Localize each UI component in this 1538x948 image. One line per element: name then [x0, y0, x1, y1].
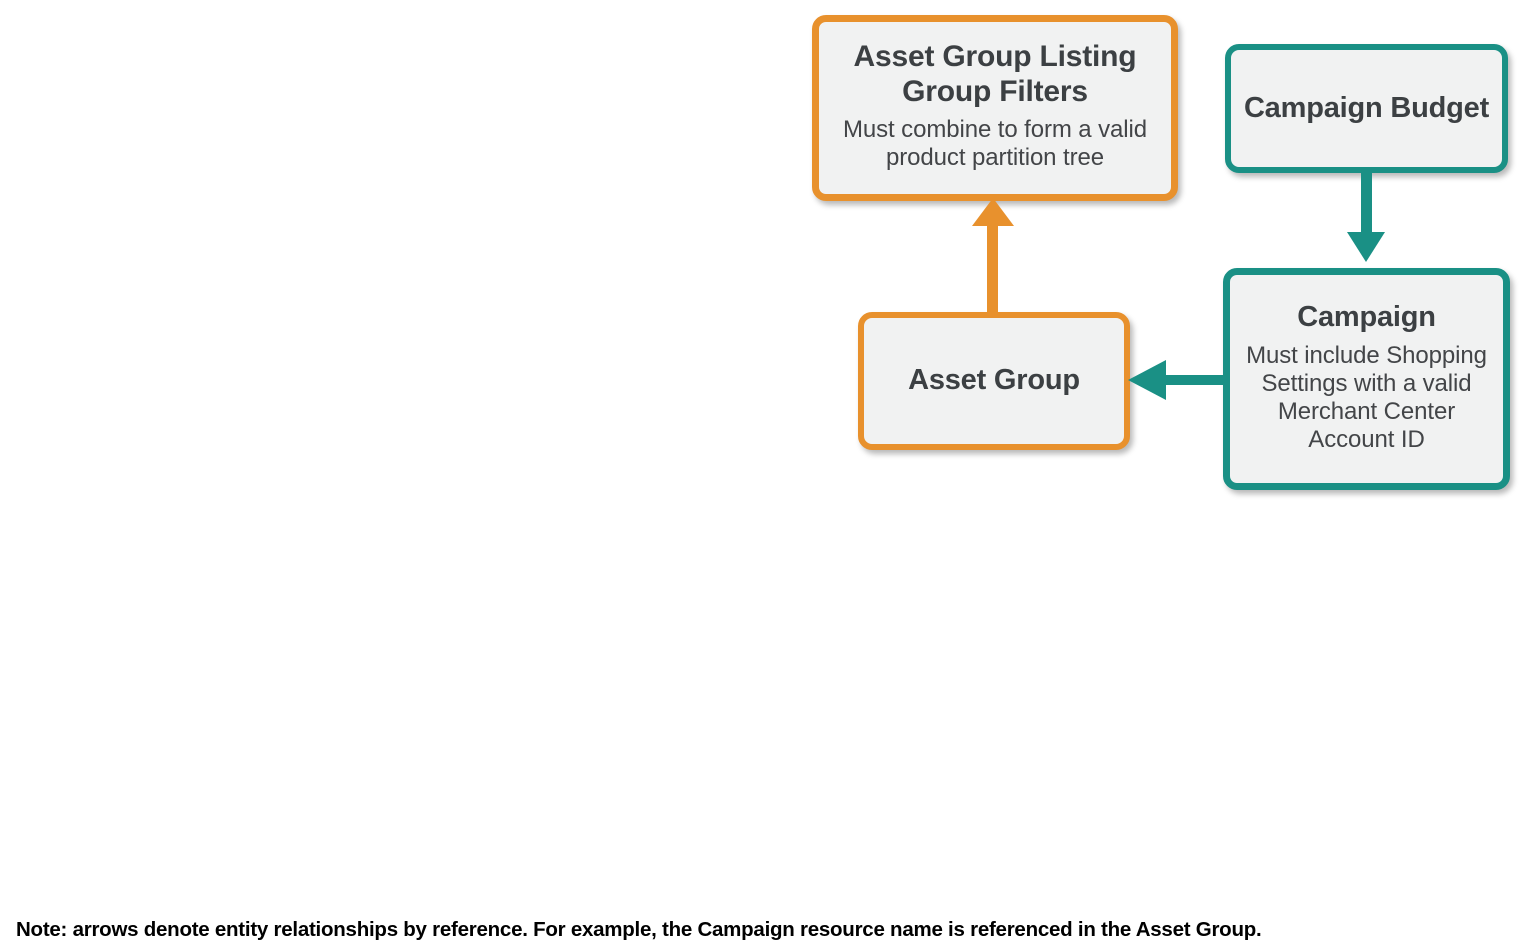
node-asset-group-listing-group-filters[interactable]: Asset Group Listing Group Filters Must c…: [812, 15, 1178, 201]
arrow-down-icon: [1347, 232, 1385, 262]
edge-asset-group-to-listing-group-filters-line: [987, 218, 998, 314]
arrow-left-icon: [1128, 360, 1166, 400]
node-campaign[interactable]: Campaign Must include Shopping Settings …: [1223, 268, 1510, 490]
edge-campaign-budget-to-campaign-line: [1361, 170, 1372, 237]
diagram-note: Note: arrows denote entity relationships…: [16, 918, 1262, 941]
node-subtitle: Must combine to form a valid product par…: [843, 116, 1147, 172]
node-title: Campaign Budget: [1243, 91, 1490, 124]
node-title: Asset Group: [908, 364, 1080, 397]
arrow-up-icon: [972, 198, 1014, 226]
node-campaign-budget[interactable]: Campaign Budget: [1225, 44, 1508, 173]
node-title: Campaign: [1297, 300, 1436, 333]
edge-campaign-to-asset-group-line: [1164, 375, 1226, 385]
node-asset-group[interactable]: Asset Group: [858, 312, 1130, 450]
node-subtitle: Must include Shopping Settings with a va…: [1246, 342, 1487, 453]
node-title: Asset Group Listing Group Filters: [853, 39, 1137, 108]
